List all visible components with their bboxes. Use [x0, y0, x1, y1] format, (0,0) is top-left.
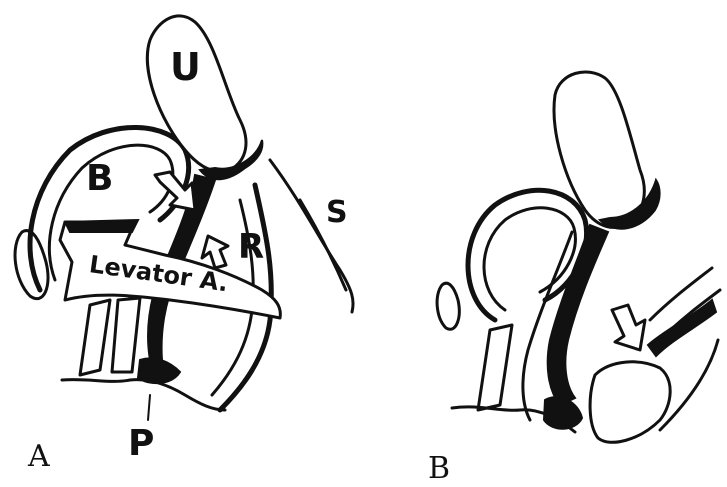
panel-a-perineal-left [80, 300, 110, 375]
panel-a-arrow-lower [202, 236, 228, 268]
panel-a-label-rectum: R [238, 227, 264, 267]
panel-a-label-bladder: B [86, 158, 113, 199]
panel-a-skin-line [62, 380, 225, 410]
panel-b-panel-label: B [428, 451, 450, 486]
panel-a-uterus [147, 16, 246, 172]
panel-a-panel-label: A [27, 439, 50, 474]
panel-b-uterus [554, 72, 644, 227]
panel-a-perineal-mid [112, 298, 140, 372]
panel-b-arrow [612, 305, 645, 350]
panel-b-pubic-bone [437, 283, 459, 329]
panel-a: U B R S Levator A. P A [15, 16, 353, 474]
panel-a-sacrum-line-1 [270, 160, 353, 312]
panel-b-lower-vagina [478, 325, 512, 410]
panel-a-perineum-pointer [148, 395, 150, 420]
panel-b: B [428, 72, 720, 486]
panel-a-levator-arrow-head [65, 220, 138, 232]
panel-b-rectal-wall [648, 300, 716, 356]
panel-a-label-uterus: U [170, 45, 201, 89]
panel-a-label-perineum: P [128, 423, 154, 464]
panel-a-label-sacrum: S [326, 195, 348, 230]
panel-b-rectocele [590, 362, 670, 442]
